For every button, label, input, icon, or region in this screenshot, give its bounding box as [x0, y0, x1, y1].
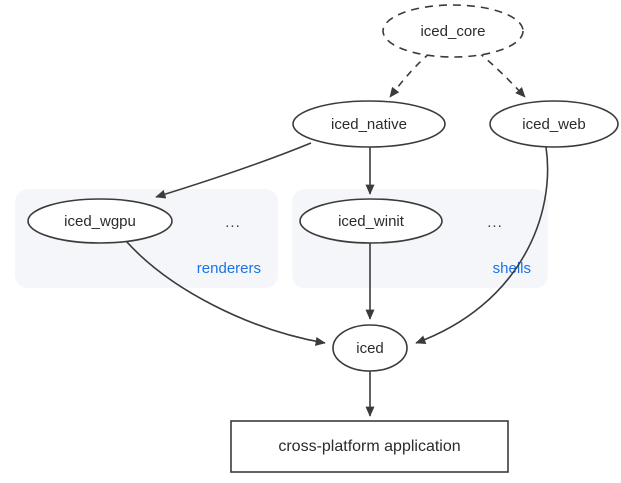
edge-core-to-native — [389, 52, 431, 98]
node-iced-web-label: iced_web — [522, 116, 585, 133]
edge-web-to-iced — [415, 146, 549, 344]
cluster-renderers-label: renderers — [197, 260, 261, 277]
node-iced[interactable]: iced — [332, 324, 408, 372]
edge-core-to-web — [477, 51, 526, 98]
node-iced-core-shape[interactable] — [382, 4, 524, 58]
renderers-ellipsis-label: ... — [225, 214, 241, 231]
node-iced-web-shape[interactable] — [489, 100, 619, 148]
node-cross-platform-application[interactable]: cross-platform application — [230, 420, 509, 473]
node-iced-label: iced — [356, 340, 384, 357]
node-iced-web[interactable]: iced_web — [489, 100, 619, 148]
node-iced-native-shape[interactable] — [292, 100, 446, 148]
node-iced-winit-label: iced_winit — [338, 213, 405, 230]
node-iced-winit[interactable]: iced_winit — [299, 198, 443, 244]
node-iced-wgpu-label: iced_wgpu — [64, 213, 136, 230]
node-iced-core[interactable]: iced_core — [382, 4, 524, 58]
shells-ellipsis-label: ... — [487, 214, 503, 231]
node-iced-wgpu[interactable]: iced_wgpu — [27, 198, 173, 244]
cluster-shells-label: shells — [493, 260, 531, 277]
node-iced-wgpu-shape[interactable] — [27, 198, 173, 244]
node-iced-core-label: iced_core — [420, 23, 485, 40]
node-application-box[interactable] — [230, 420, 509, 473]
node-iced-winit-shape[interactable] — [299, 198, 443, 244]
node-iced-native[interactable]: iced_native — [292, 100, 446, 148]
edge-native-to-wgpu — [155, 142, 312, 199]
edge-wgpu-to-iced — [125, 240, 326, 346]
node-iced-native-label: iced_native — [331, 116, 407, 133]
node-application-label: cross-platform application — [278, 438, 460, 455]
node-iced-shape[interactable] — [332, 324, 408, 372]
